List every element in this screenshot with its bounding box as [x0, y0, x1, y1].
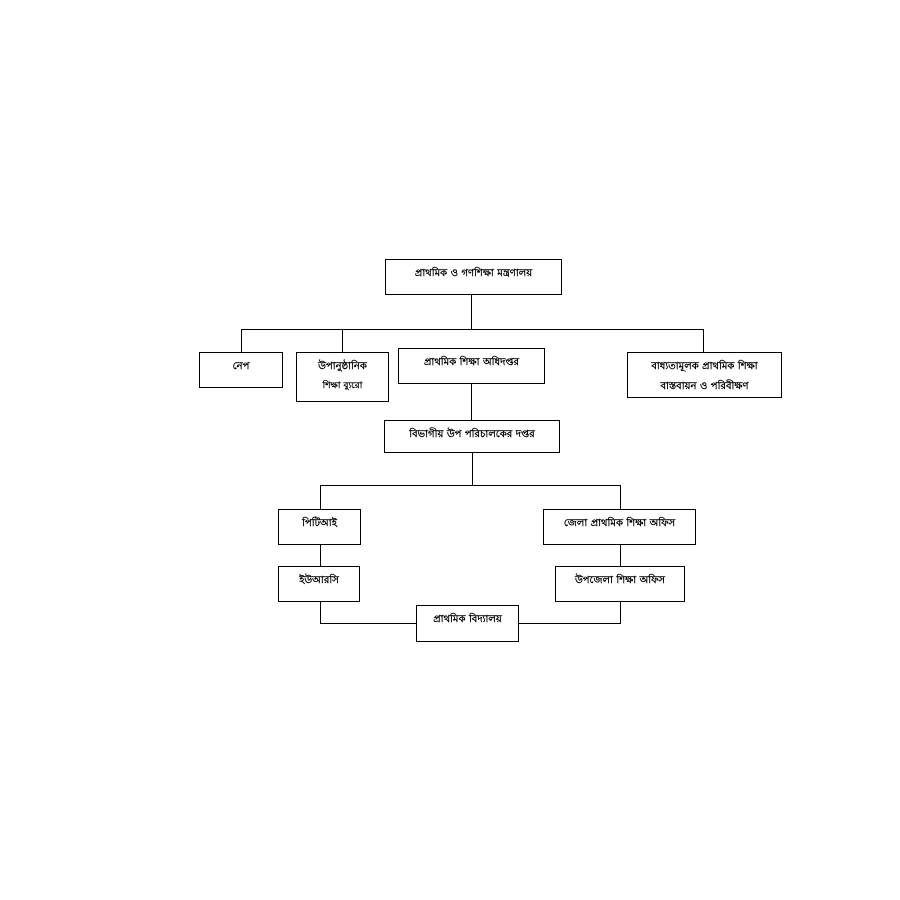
node-non-formal-label: উপানুষ্ঠানিক — [318, 361, 367, 372]
connector-ministry-down — [471, 295, 472, 330]
node-nep-label: নেপ — [232, 361, 250, 372]
connector-divisional-down — [472, 452, 473, 486]
node-primary-school: প্রাথমিক বিদ্যালয় — [416, 605, 519, 642]
connector-to-pti — [320, 485, 321, 510]
node-divisional-label: বিভাগীয় উপ পরিচালকের দপ্তর — [409, 429, 535, 440]
connector-upazila-down — [620, 601, 621, 624]
node-dpe-label: প্রাথমিক শিক্ষা অধিদপ্তর — [423, 357, 520, 368]
node-upazila-label: উপজেলা শিক্ষা অফিস — [574, 575, 666, 586]
connector-level2-bar — [241, 329, 704, 330]
connector-to-compulsory — [703, 329, 704, 353]
node-compulsory-label-1: বাধ্যতামূলক প্রাথমিক শিক্ষা — [651, 361, 758, 372]
node-ministry-label: প্রাথমিক ও গণশিক্ষা মন্ত্রণালয় — [414, 268, 533, 279]
node-non-formal-label-clipped: শিক্ষা ব্যুরো — [322, 381, 363, 391]
connector-to-nep — [241, 329, 242, 353]
connector-district-to-upazila — [620, 544, 621, 567]
node-divisional: বিভাগীয় উপ পরিচালকের দপ্তর — [384, 420, 560, 453]
connector-dpe-to-divisional — [471, 383, 472, 420]
connector-urc-to-school — [320, 623, 417, 624]
connector-to-district — [620, 485, 621, 510]
node-compulsory-label-2: বাস্তবায়ন ও পরিবীক্ষণ — [660, 380, 749, 392]
connector-pti-to-urc — [320, 544, 321, 567]
connector-urc-down — [320, 601, 321, 624]
node-non-formal: উপানুষ্ঠানিক শিক্ষা ব্যুরো — [296, 352, 389, 402]
node-pti: পিটিআই — [278, 509, 361, 545]
connector-to-non-formal — [342, 329, 343, 353]
connector-level4-bar — [320, 485, 621, 486]
node-ministry: প্রাথমিক ও গণশিক্ষা মন্ত্রণালয় — [385, 259, 562, 295]
connector-upazila-to-school — [518, 623, 621, 624]
node-pti-label: পিটিআই — [302, 518, 337, 529]
node-urc: ইউআরসি — [278, 566, 360, 602]
node-dpe: প্রাথমিক শিক্ষা অধিদপ্তর — [398, 348, 545, 384]
node-compulsory: বাধ্যতামূলক প্রাথমিক শিক্ষা বাস্তবায়ন ও… — [627, 352, 782, 398]
node-primary-school-label: প্রাথমিক বিদ্যালয় — [433, 614, 502, 625]
node-upazila: উপজেলা শিক্ষা অফিস — [555, 566, 685, 602]
node-nep: নেপ — [199, 352, 283, 388]
node-district: জেলা প্রাথমিক শিক্ষা অফিস — [543, 509, 696, 545]
node-urc-label: ইউআরসি — [299, 575, 339, 586]
node-district-label: জেলা প্রাথমিক শিক্ষা অফিস — [563, 518, 676, 529]
